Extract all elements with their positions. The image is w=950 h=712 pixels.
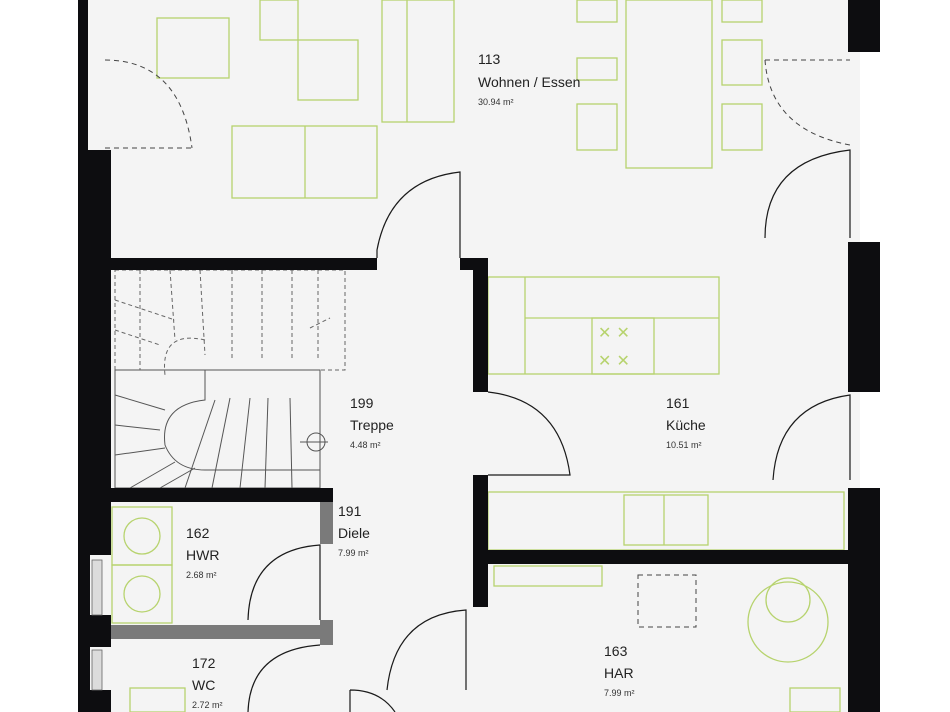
room-area: 7.99 m²	[338, 548, 369, 558]
door-swing	[247, 644, 321, 712]
sideboard	[381, 0, 455, 123]
room-number: 161	[666, 395, 690, 411]
doors	[104, 59, 851, 712]
room-name: WC	[192, 677, 215, 693]
door-swing	[104, 59, 193, 149]
room-number: 172	[192, 655, 216, 671]
room-name: Wohnen / Essen	[478, 74, 580, 90]
dining-chair	[576, 103, 618, 151]
room-area: 7.99 m²	[604, 688, 635, 698]
room-label-hwr: 162 HWR 2.68 m²	[186, 525, 219, 580]
door-swing	[772, 394, 851, 481]
door-swing	[764, 149, 851, 239]
wc-fixture	[129, 687, 186, 712]
room-area: 2.68 m²	[186, 570, 217, 580]
door-swing	[386, 609, 467, 691]
room-label-har: 163 HAR 7.99 m²	[604, 643, 635, 698]
sofa-part	[297, 39, 359, 101]
sink	[623, 494, 709, 546]
svg-text:✕ ✕: ✕ ✕	[598, 323, 630, 342]
door-swing	[247, 544, 321, 621]
room-label-kueche: 161 Küche 10.51 m²	[666, 395, 706, 450]
floor-areas	[80, 0, 860, 712]
room-label-wohnen: 113 Wohnen / Essen 30.94 m²	[478, 51, 580, 107]
boiler	[747, 581, 829, 663]
room-area: 10.51 m²	[666, 440, 702, 450]
room-name: HWR	[186, 547, 219, 563]
har-shelf	[493, 565, 603, 587]
room-label-treppe: 199 Treppe 4.48 m²	[350, 395, 394, 450]
dining-chair	[721, 39, 763, 86]
room-area: 2.72 m²	[192, 700, 223, 710]
door-swing	[349, 689, 396, 712]
dining-table	[625, 0, 713, 169]
room-number: 191	[338, 503, 362, 519]
room-number: 113	[478, 51, 501, 67]
dining-chair	[576, 57, 618, 81]
room-name: Treppe	[350, 417, 394, 433]
room-area: 4.48 m²	[350, 440, 381, 450]
room-label-wc: 172 WC 2.72 m²	[192, 655, 223, 710]
room-number: 162	[186, 525, 210, 541]
dining-chair	[721, 103, 763, 151]
room-name: Küche	[666, 417, 706, 433]
dining-chair	[721, 0, 763, 23]
sofa-part	[259, 0, 299, 41]
hob	[591, 317, 655, 375]
har-dashed-box	[637, 574, 697, 628]
dryer	[111, 564, 173, 624]
room-number: 199	[350, 395, 374, 411]
dining-chair	[576, 0, 618, 23]
svg-text:✕ ✕: ✕ ✕	[598, 351, 630, 370]
door-swing	[487, 391, 571, 476]
armchair	[156, 17, 230, 79]
room-number: 163	[604, 643, 628, 659]
har-unit	[789, 687, 841, 712]
door-swing	[376, 171, 461, 258]
room-name: Diele	[338, 525, 370, 541]
room-name: HAR	[604, 665, 634, 681]
walls	[78, 0, 880, 712]
staircase	[114, 269, 346, 489]
room-area: 30.94 m²	[478, 97, 514, 107]
room-label-diele: 191 Diele 7.99 m²	[338, 503, 370, 558]
